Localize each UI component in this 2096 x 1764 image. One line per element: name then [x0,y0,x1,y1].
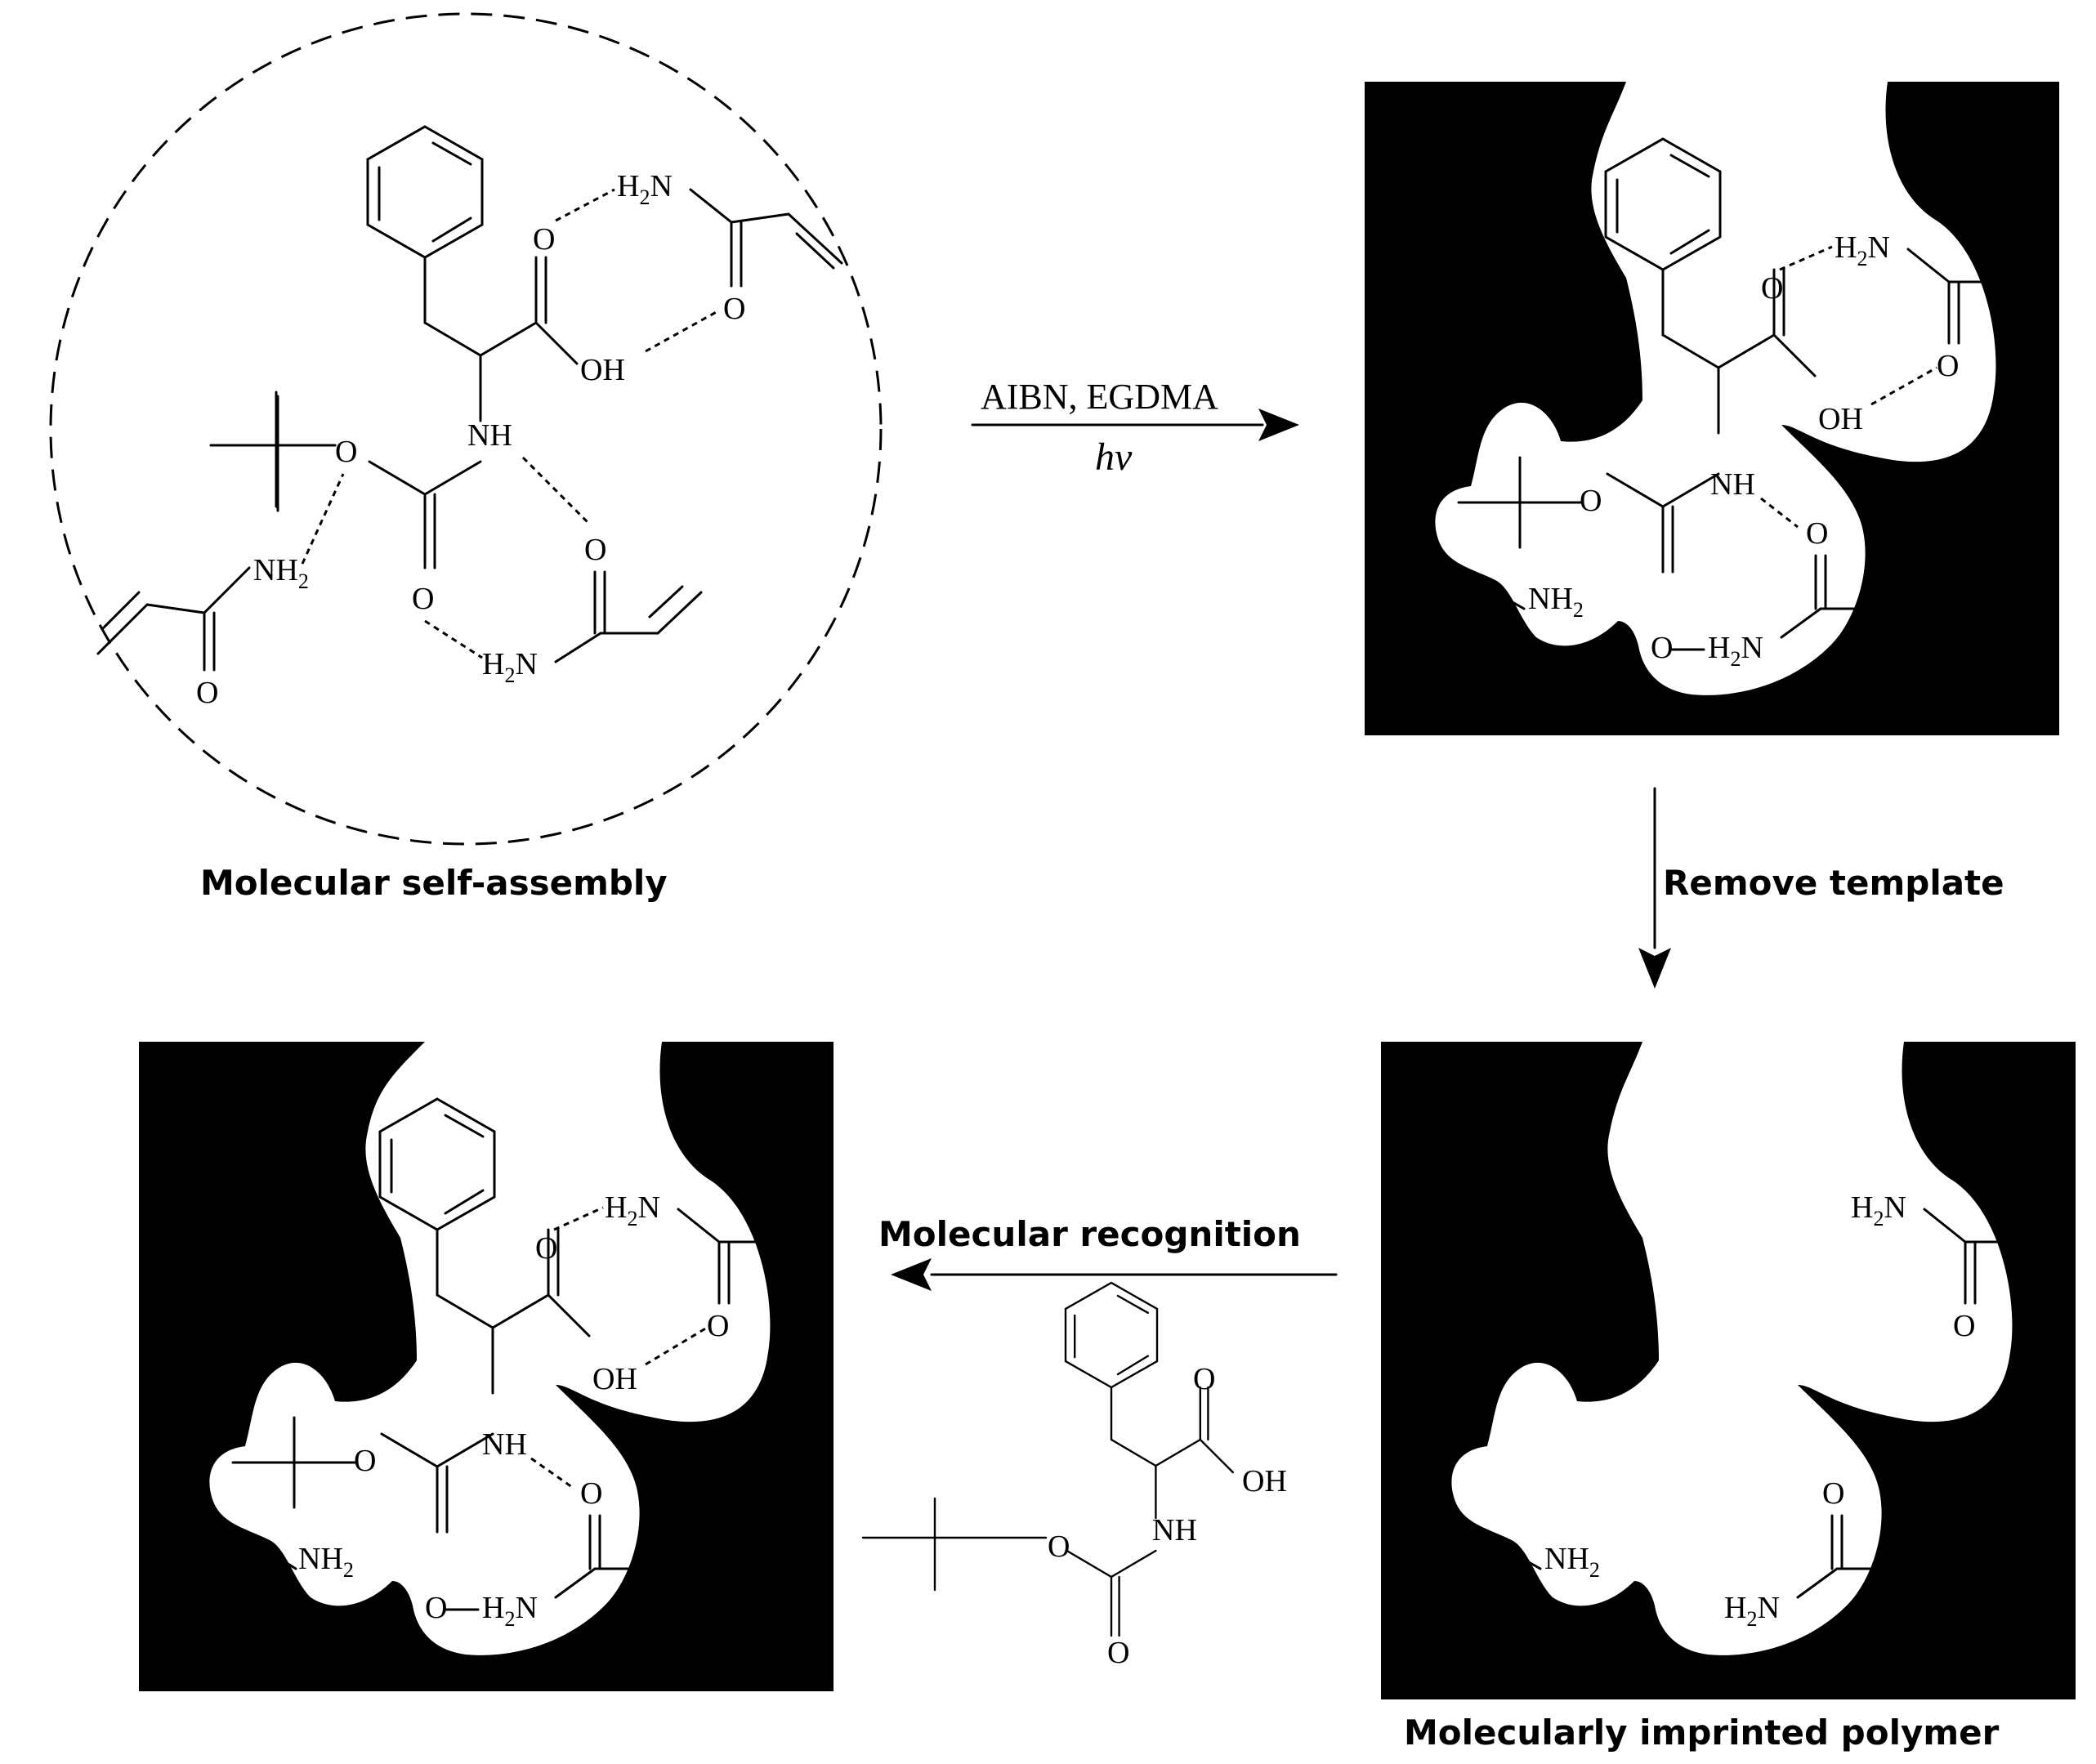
svg-text:O: O [1048,1530,1070,1564]
svg-text:O: O [1193,1362,1215,1396]
atom-o-carbonyl: O [533,222,555,257]
condition-light: hv [1095,435,1133,479]
svg-text:O: O [1761,271,1783,306]
svg-text:H2N: H2N [605,1190,660,1230]
recognition-panel: O OH NH O O H2N O O H2N NH2 [139,1042,833,1691]
svg-text:H2N: H2N [482,1591,538,1631]
empty-cavity [1451,1042,2013,1655]
svg-text:NH2: NH2 [298,1542,354,1582]
svg-text:OH: OH [1818,402,1863,436]
svg-text:O: O [1953,1309,1975,1343]
polymer-with-template-panel: O OH NH O O H2N O O H2N NH2 [1365,82,2059,735]
svg-text:H2N: H2N [1851,1190,1906,1230]
svg-text:OH: OH [1242,1464,1287,1498]
atom-oh: OH [580,353,625,387]
svg-text:NH: NH [482,1427,527,1462]
svg-text:H2N: H2N [1708,631,1763,671]
svg-text:H2N: H2N [1724,1591,1780,1631]
svg-text:O: O [1580,484,1602,518]
svg-text:O: O [1651,631,1673,665]
cavity-shape [1435,82,1996,695]
svg-text:O: O [1937,349,1959,383]
caption-self-assembly: Molecular self-assembly [200,863,668,903]
svg-text:O: O [196,676,218,710]
svg-text:O: O [584,533,606,567]
svg-text:O: O [1107,1636,1129,1670]
rebound-cavity [209,1042,771,1655]
free-template: O OH NH O O [861,1281,1287,1670]
svg-text:O: O [535,1231,557,1266]
svg-text:H2N: H2N [482,647,538,687]
svg-text:O: O [723,292,745,326]
svg-text:NH2: NH2 [1528,582,1584,622]
atom-o-ester: O [335,435,357,469]
caption-remove-template: Remove template [1663,863,2004,903]
svg-text:O: O [354,1444,376,1478]
acrylamide-upper: H2N O [617,169,843,326]
svg-text:H2N: H2N [617,169,673,209]
svg-text:O: O [707,1309,729,1343]
recognition-arrow: Molecular recognition [878,1214,1338,1291]
svg-text:O: O [1822,1476,1844,1511]
acrylamide-lower-center: O H2N [482,533,703,687]
svg-text:NH: NH [1710,467,1755,502]
remove-template-arrow: Remove template [1638,787,2004,989]
condition-reagents: AIBN, EGDMA [981,377,1218,417]
svg-text:O: O [425,1591,447,1625]
svg-text:NH2: NH2 [253,553,309,593]
mip-panel: H2N O O H2N NH2 Molecularly imprinted po… [1381,1042,2076,1753]
template-molecule [209,125,579,569]
svg-text:O: O [580,1476,602,1511]
atom-nh: NH [467,418,512,453]
svg-text:NH: NH [1152,1513,1197,1547]
caption-recognition: Molecular recognition [878,1214,1301,1254]
svg-text:OH: OH [592,1362,637,1396]
svg-text:O: O [1806,516,1828,551]
svg-text:NH2: NH2 [1544,1542,1600,1582]
acrylamide-lower-left: NH2 O [96,553,309,710]
self-assembly-panel: O OH NH O O H2N O NH2 O [49,12,883,903]
svg-text:H2N: H2N [1835,230,1890,270]
assembly-circle [49,12,883,846]
polymerization-arrow: AIBN, EGDMA hv [971,377,1299,479]
atom-o-carbamate: O [412,582,434,616]
caption-mip: Molecularly imprinted polymer [1404,1713,2000,1753]
